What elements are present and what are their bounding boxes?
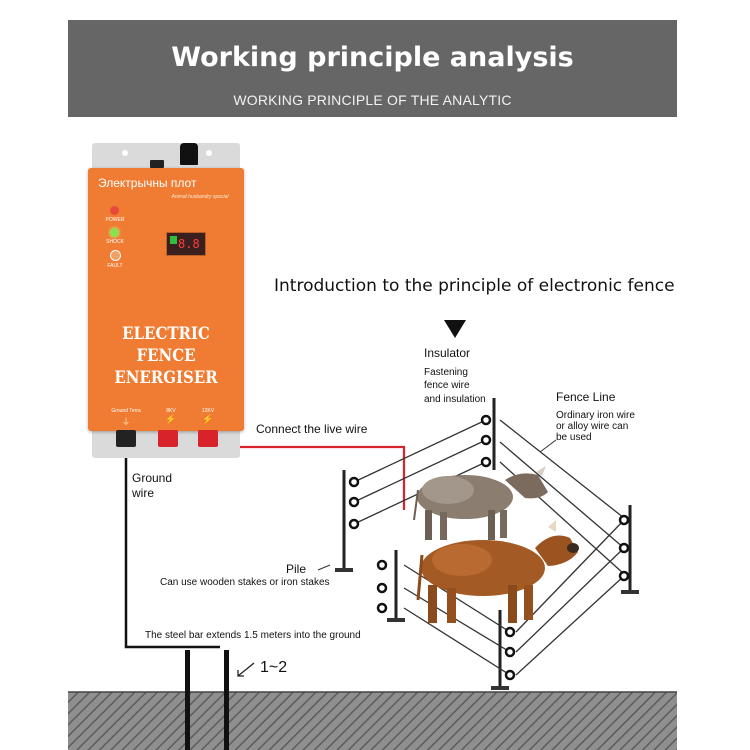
device-name: Электрычны плот [98, 176, 197, 190]
power-label: POWER [105, 217, 125, 223]
device-title-line2: ENERGISER [114, 368, 218, 388]
banner-subtitle: WORKING PRINCIPLE OF THE ANALYTIC [233, 92, 512, 108]
fence-note-1: Ordinary iron wire [556, 410, 635, 421]
header-banner: Working principle analysis WORKING PRINC… [68, 20, 677, 117]
cow-grey [413, 466, 548, 540]
shock-label: SHOCK [106, 239, 124, 245]
display-panel: 8.8 [166, 232, 206, 256]
fence-line-label: Fence Line [556, 390, 616, 404]
ground-terminal-label: Ground Terra [111, 408, 141, 414]
fault-label: FAULT [107, 263, 123, 269]
pile-pointer [317, 564, 331, 571]
steel-bar-label: The steel bar extends 1.5 meters into th… [145, 630, 361, 641]
energiser-device: Электрычны плот Animal husbandry special… [88, 168, 244, 431]
device-title-line1: ELECTRIC FENCE [122, 324, 210, 366]
insulator-note-2: fence wire [424, 380, 470, 391]
ground-symbol-icon: ⏚ [121, 417, 131, 427]
live-wire [208, 445, 406, 510]
fence-note-3: be used [556, 432, 592, 443]
insulator-pointer-icon [444, 320, 466, 338]
post-bases [335, 568, 639, 690]
high-terminal [198, 430, 218, 447]
mid-terminal-label: 8KV [166, 408, 176, 414]
fence-posts [342, 398, 632, 688]
ground-terminal [116, 430, 136, 447]
ground-strip [68, 692, 677, 750]
steel-bar-right [224, 650, 229, 750]
insulator-note-1: Fastening [424, 367, 468, 378]
banner-title: Working principle analysis [171, 42, 574, 73]
depth-arrowhead [237, 670, 244, 677]
mount-hole-right [206, 150, 212, 156]
display-readout: 8.8 [178, 237, 200, 251]
fault-led-icon [110, 250, 121, 261]
device-sub-label: Animal husbandry special [171, 194, 229, 200]
diagram-heading: Introduction to the principle of electro… [274, 276, 675, 296]
fence-line-pointer [539, 439, 557, 453]
high-terminal-label: 12KV [201, 408, 215, 414]
ground-wire-label-2: wire [132, 486, 155, 500]
knob-icon [180, 143, 198, 165]
shock-led-icon [110, 228, 119, 237]
pile-label: Pile [286, 562, 307, 576]
lightning-icon-high: ⚡ [202, 414, 214, 424]
mount-hole-left [122, 150, 128, 156]
cow-brown [416, 520, 579, 623]
ground-wire [124, 447, 220, 649]
depth-label: 1~2 [260, 659, 288, 676]
pile-note: Can use wooden stakes or iron stakes [160, 577, 330, 588]
display-indicator [170, 236, 177, 244]
power-led-icon [110, 206, 119, 215]
depth-arrow [237, 662, 255, 677]
live-wire-label: Connect the live wire [256, 422, 368, 436]
insulators [348, 414, 630, 681]
switch-icon [150, 160, 164, 168]
steel-bar-left [185, 650, 190, 750]
fence-note-2: or alloy wire can [556, 421, 629, 432]
ground-wire-label-1: Ground [132, 471, 173, 485]
mid-terminal [158, 430, 178, 447]
insulator-note-3: and insulation [424, 394, 486, 405]
lightning-icon-mid: ⚡ [165, 414, 177, 424]
device-title: ELECTRIC FENCE ENERGISER [97, 323, 234, 389]
insulator-label: Insulator [424, 346, 471, 360]
